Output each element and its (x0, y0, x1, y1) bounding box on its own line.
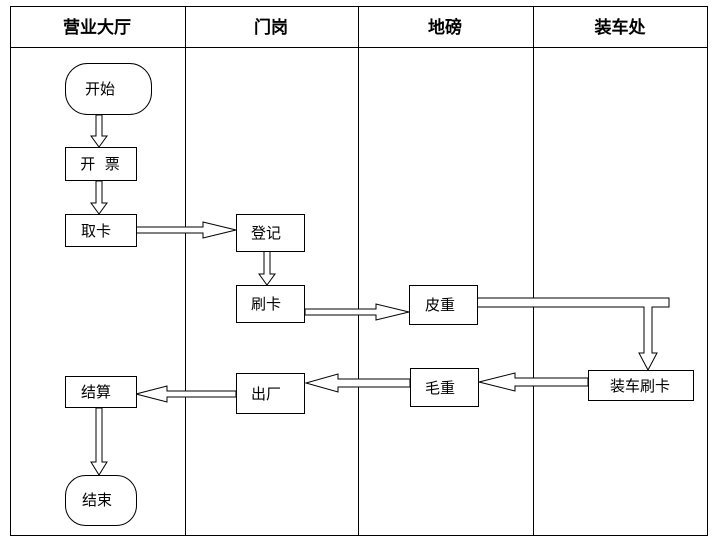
lane-title-business-hall: 营业大厅 (63, 17, 131, 38)
lane-title-weighbridge: 地磅 (428, 17, 462, 38)
lane-title-loading-area: 装车处 (594, 17, 647, 38)
lane-title-gatehouse: 门岗 (254, 17, 288, 38)
register-box (236, 214, 305, 252)
arrow-loading-to-gross (478, 372, 589, 392)
arrow-swipe-card-to-tare (304, 303, 410, 321)
invoice-label: 开 票 (80, 155, 120, 173)
invoice-box (65, 147, 137, 181)
start-terminal (65, 63, 152, 115)
settlement-box (65, 376, 137, 408)
arrow-register-to-swipe-card (258, 250, 276, 286)
loading-swipe-label: 装车刷卡 (610, 377, 670, 395)
loading-swipe-box (588, 370, 694, 401)
take-card-label: 取卡 (81, 222, 111, 240)
gross-weight-label: 毛重 (425, 379, 455, 397)
tare-weight-label: 皮重 (425, 296, 455, 314)
start-label: 开始 (85, 80, 115, 98)
arrow-take-card-to-register (135, 221, 237, 239)
exit-plant-label: 出厂 (251, 385, 281, 403)
arrow-exit-to-settlement (135, 385, 237, 403)
swipe-card-label: 刷卡 (251, 295, 281, 313)
end-label: 结束 (82, 491, 112, 509)
end-terminal (65, 475, 137, 526)
exit-plant-box (236, 373, 305, 414)
take-card-box (65, 214, 137, 247)
arrow-tare-to-loading (476, 297, 670, 372)
arrow-gross-to-exit (304, 373, 411, 393)
arrow-start-to-invoice (90, 114, 108, 148)
swipe-card-box (236, 285, 305, 323)
gross-weight-box (410, 368, 479, 407)
arrow-settlement-to-end (90, 407, 108, 476)
arrow-invoice-to-take-card (90, 180, 108, 215)
register-label: 登记 (251, 224, 281, 242)
tare-weight-box (409, 285, 478, 325)
settlement-label: 结算 (81, 383, 111, 401)
